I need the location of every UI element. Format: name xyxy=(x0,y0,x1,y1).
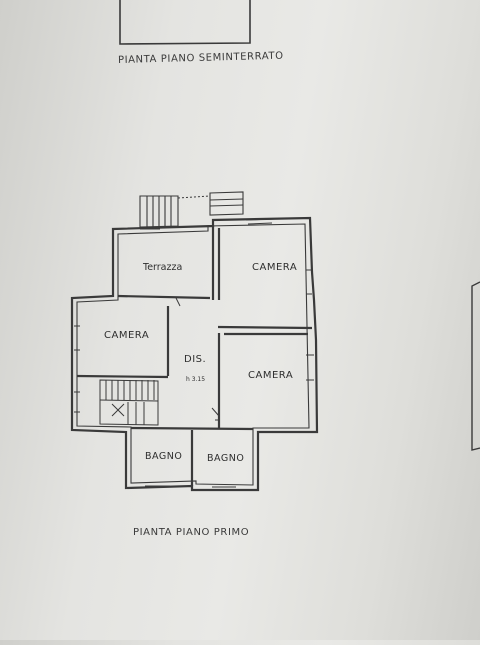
openings xyxy=(74,218,314,488)
room-label-bagno-right: BAGNO xyxy=(207,453,244,464)
room-label-camera-top-right: CAMERA xyxy=(252,262,297,273)
interior-staircase xyxy=(99,379,159,426)
seminterrato-plan-fragment xyxy=(119,0,251,45)
piano-primo-walls xyxy=(70,216,319,492)
room-label-bagno-left: BAGNO xyxy=(145,451,182,462)
piano-primo-caption: PIANTA PIANO PRIMO xyxy=(133,527,250,538)
room-label-corridor: DIS. xyxy=(184,354,206,365)
corridor-height-label: h 3.15 xyxy=(186,376,205,383)
terrace-staircase xyxy=(139,191,244,228)
room-label-camera-mid-right: CAMERA xyxy=(248,370,293,381)
room-label-terrazza: Terrazza xyxy=(142,262,182,273)
room-label-camera-left: CAMERA xyxy=(104,330,149,341)
adjacent-plan-fragment xyxy=(471,281,480,451)
